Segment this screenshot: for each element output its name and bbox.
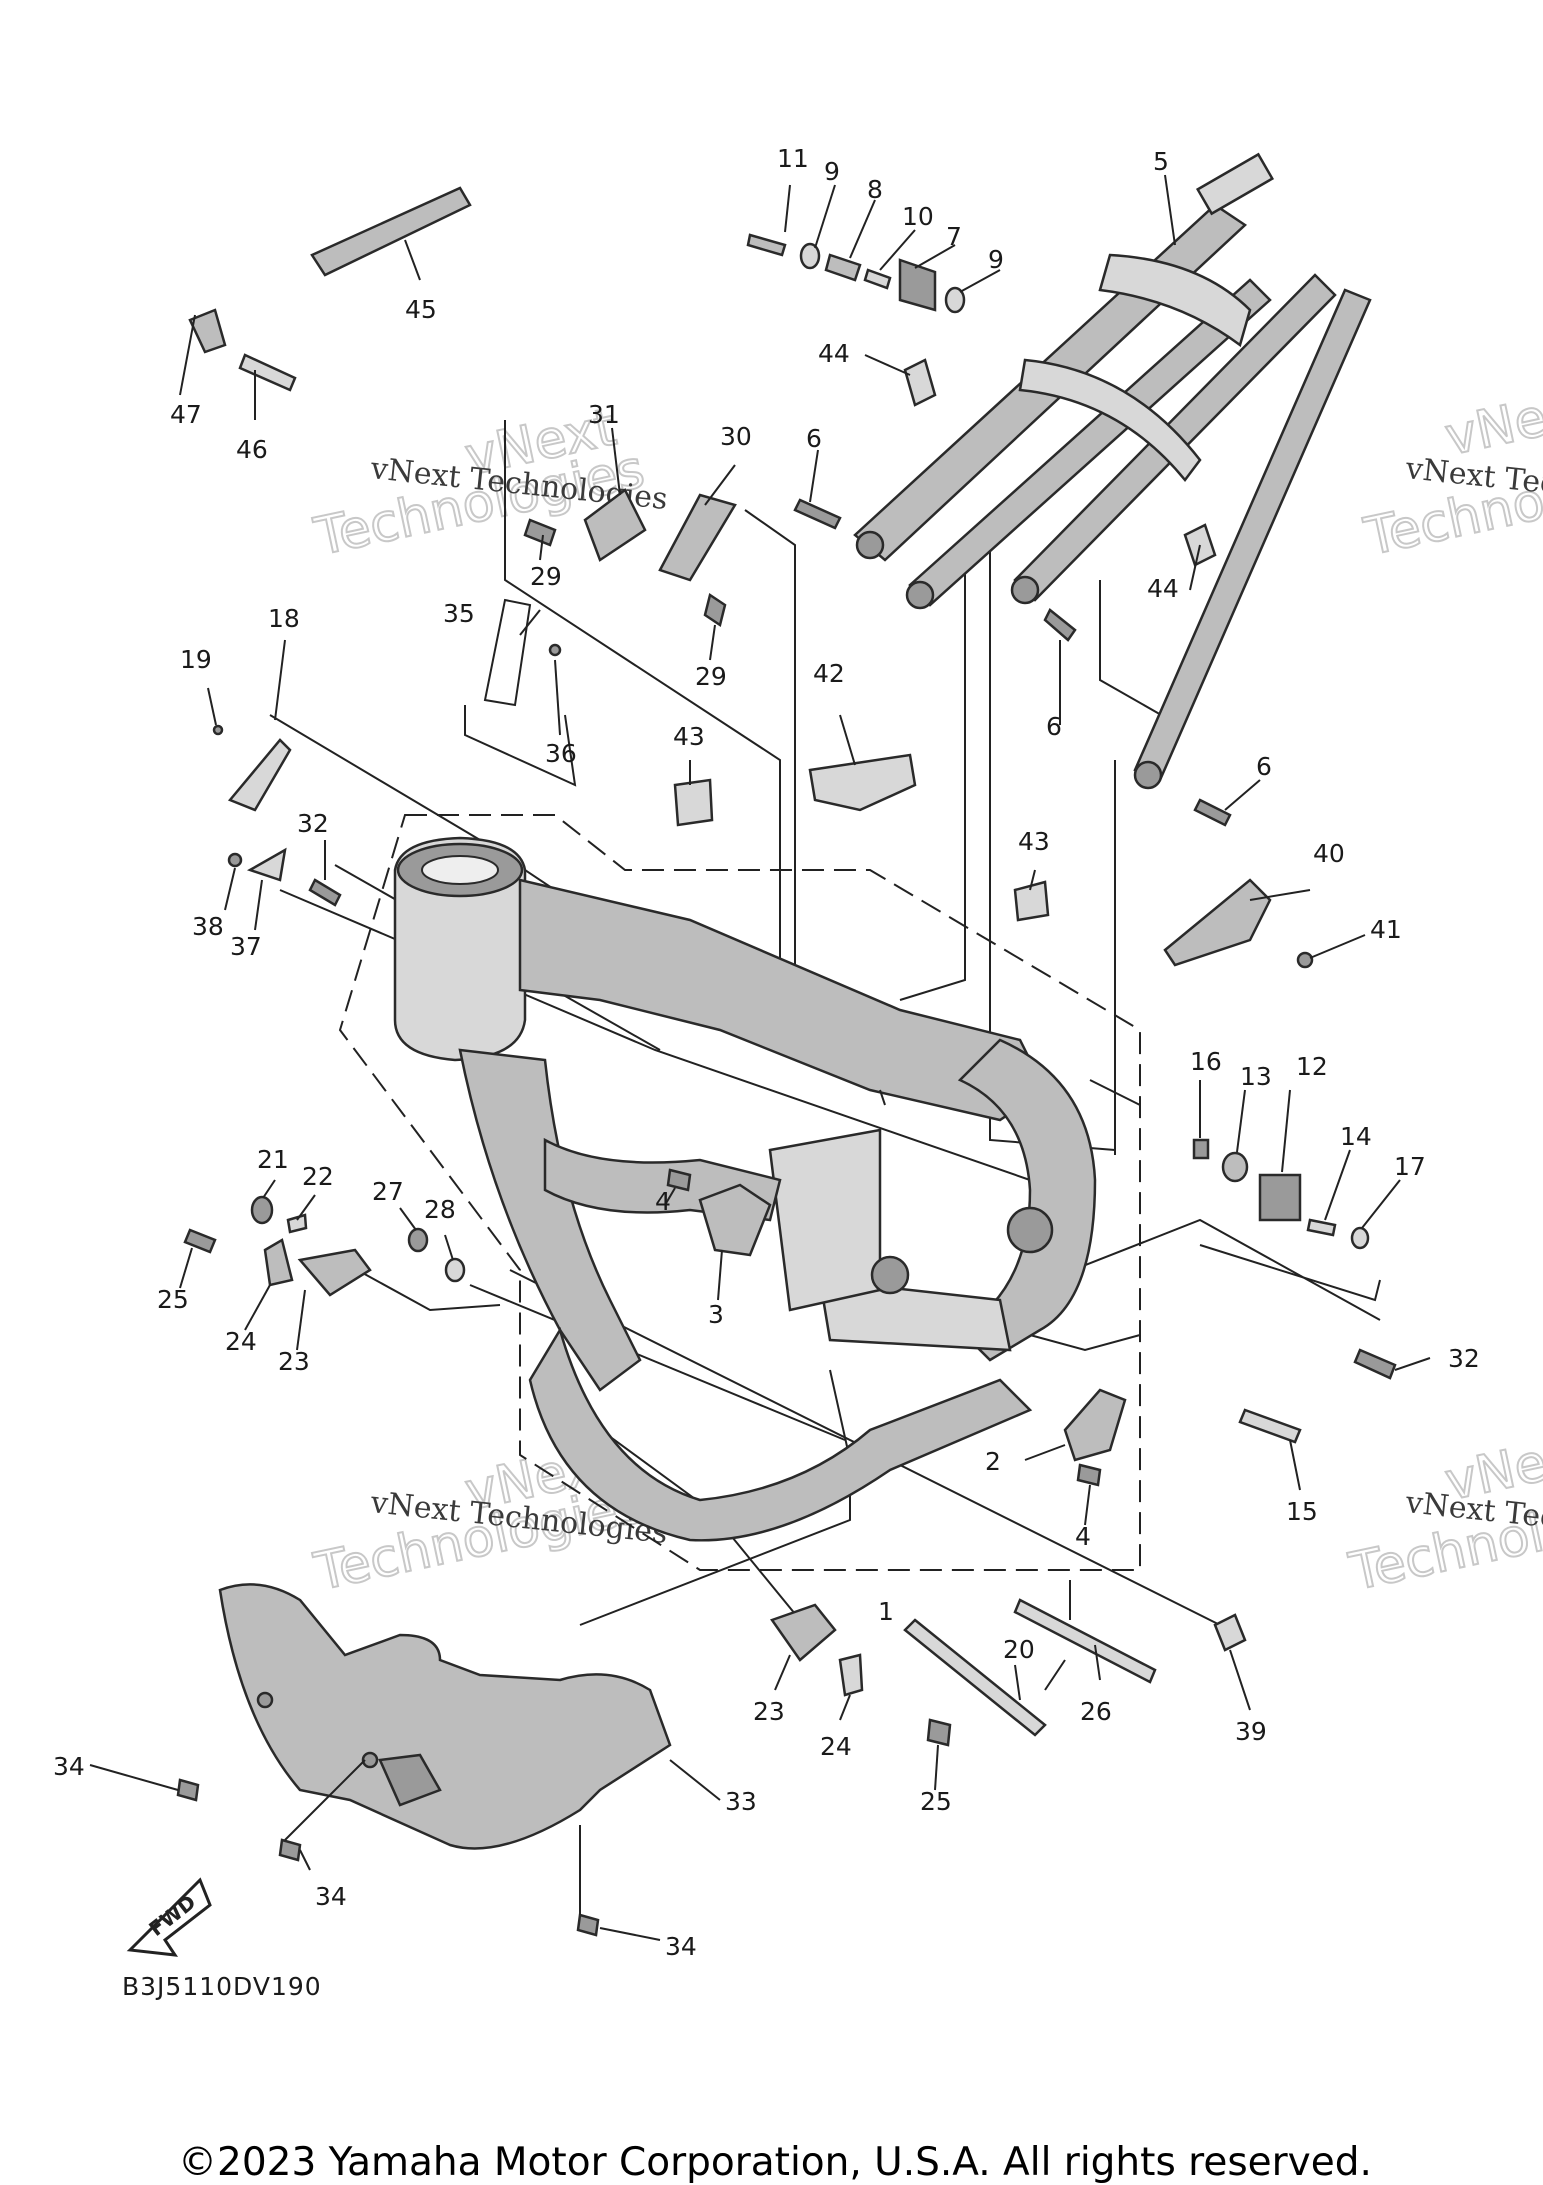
callout-18: 18 [268,604,300,633]
callout-6: 6 [1046,712,1062,741]
callout-9: 9 [824,157,840,186]
callout-40: 40 [1313,839,1345,868]
callout-41: 41 [1370,915,1402,944]
callout-16: 16 [1190,1047,1222,1076]
callout-13: 13 [1240,1062,1272,1091]
callout-2: 2 [985,1447,1001,1476]
hardware-parts [183,186,1397,1747]
callout-34: 34 [665,1932,697,1961]
callout-45: 45 [405,295,437,324]
callout-29: 29 [695,662,727,691]
callout-44: 44 [818,339,850,368]
callout-6: 6 [1256,752,1272,781]
frame-assembly-outline [338,814,1141,1571]
copyright-notice: ©2023 Yamaha Motor Corporation, U.S.A. A… [178,2140,1372,2185]
callout-23: 23 [278,1347,310,1376]
main-frame [393,836,1097,1542]
callout-19: 19 [180,645,212,674]
callout-15: 15 [1286,1497,1318,1526]
callout-36: 36 [545,739,577,768]
callout-32: 32 [1448,1344,1480,1373]
callout-35: 35 [443,599,475,628]
callout-labels: 1 2 3 4 4 5 6 6 6 7 8 9 9 10 11 12 13 14… [53,144,1480,1961]
callout-17: 17 [1394,1152,1426,1181]
callout-4: 4 [655,1187,671,1216]
callout-33: 33 [725,1787,757,1816]
callout-24: 24 [225,1327,257,1356]
callout-14: 14 [1340,1122,1372,1151]
callout-34: 34 [315,1882,347,1911]
diagram-reference-code: B3J5110DV190 [122,1972,322,2001]
callout-37: 37 [230,932,262,961]
callout-27: 27 [372,1177,404,1206]
callout-12: 12 [1296,1052,1328,1081]
callout-47: 47 [170,400,202,429]
callout-10: 10 [902,202,934,231]
callout-7: 7 [946,222,962,251]
callout-28: 28 [424,1195,456,1224]
callout-9: 9 [988,245,1004,274]
callout-29: 29 [530,562,562,591]
callout-11: 11 [777,144,809,173]
callout-32: 32 [297,809,329,838]
callout-34: 34 [53,1752,85,1781]
callout-22: 22 [302,1162,334,1191]
callout-leaders [89,174,1431,1941]
callout-21: 21 [257,1145,289,1174]
callout-43: 43 [1018,827,1050,856]
callout-20: 20 [1003,1635,1035,1664]
forward-arrow: FWD [126,1877,212,1957]
callout-46: 46 [236,435,268,464]
callout-8: 8 [867,175,883,204]
callout-44: 44 [1147,574,1179,603]
callout-6: 6 [806,424,822,453]
subframe [853,152,1372,790]
callout-30: 30 [720,422,752,451]
callout-1: 1 [878,1597,894,1626]
callout-42: 42 [813,659,845,688]
callout-43: 43 [673,722,705,751]
callout-25: 25 [157,1285,189,1314]
skid-plate [176,1583,672,1937]
callout-31: 31 [588,400,620,429]
callout-25: 25 [920,1787,952,1816]
callout-24: 24 [820,1732,852,1761]
callout-5: 5 [1153,147,1169,176]
callout-38: 38 [192,912,224,941]
callout-23: 23 [753,1697,785,1726]
callout-3: 3 [708,1300,724,1329]
callout-26: 26 [1080,1697,1112,1726]
watermark-vnext: vNext [1440,377,1543,467]
callout-4: 4 [1075,1522,1091,1551]
callout-39: 39 [1235,1717,1267,1746]
